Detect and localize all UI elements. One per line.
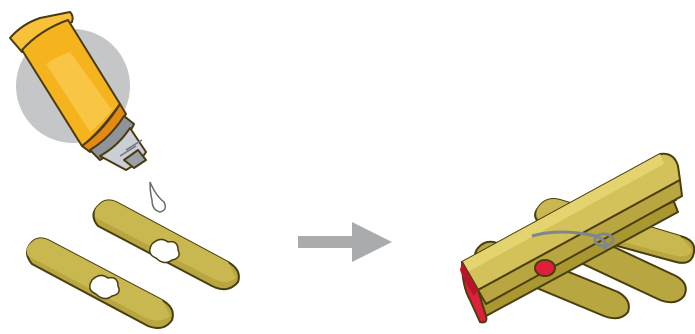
clothespin-red-dot: [534, 259, 556, 277]
clothespin-top-jaw: [461, 152, 683, 305]
glue-tube-icon: [9, 11, 147, 171]
glue-spot-upper: [149, 238, 180, 264]
arrow-right-icon: [298, 222, 392, 262]
glue-spot-lower: [89, 274, 120, 300]
glue-tube-illustration: [9, 11, 167, 213]
popsicle-sticks-illustration: [26, 199, 240, 329]
glue-drop-icon: [149, 181, 167, 213]
clothespin-airplane-illustration: [460, 152, 695, 324]
clothespin-spring-icon: [531, 230, 615, 251]
clothespin-red-nose: [460, 261, 488, 324]
